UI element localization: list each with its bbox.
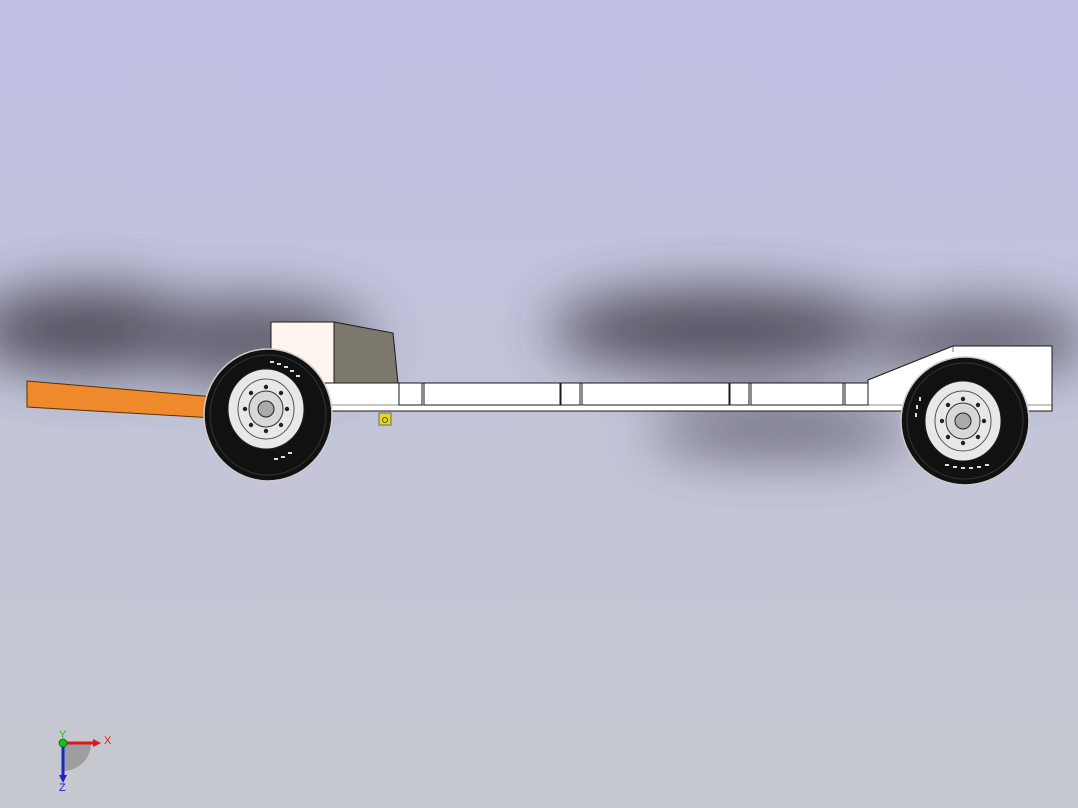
triad-plane — [63, 743, 91, 771]
tire-lettering — [915, 397, 989, 469]
rear-wheel[interactable] — [900, 356, 1030, 486]
frame-post — [398, 382, 423, 406]
z-axis-label: Z — [59, 782, 66, 794]
frame-window — [750, 382, 844, 406]
x-axis-head — [93, 739, 101, 747]
reference-triad[interactable]: X Y Z — [58, 729, 112, 794]
y-axis-dot — [58, 738, 68, 748]
frame-window — [581, 382, 730, 406]
frame-post — [729, 382, 750, 406]
frame-post — [844, 382, 869, 406]
frame-openings — [398, 382, 869, 406]
z-axis-head — [59, 775, 67, 783]
y-axis-label: Y — [59, 729, 67, 741]
front-wheel[interactable] — [203, 348, 333, 482]
x-axis-label: X — [104, 735, 112, 747]
frame-window — [423, 382, 561, 406]
frame-post — [560, 382, 581, 406]
tire-lettering — [270, 361, 300, 460]
yellow-bracket[interactable] — [378, 412, 392, 426]
